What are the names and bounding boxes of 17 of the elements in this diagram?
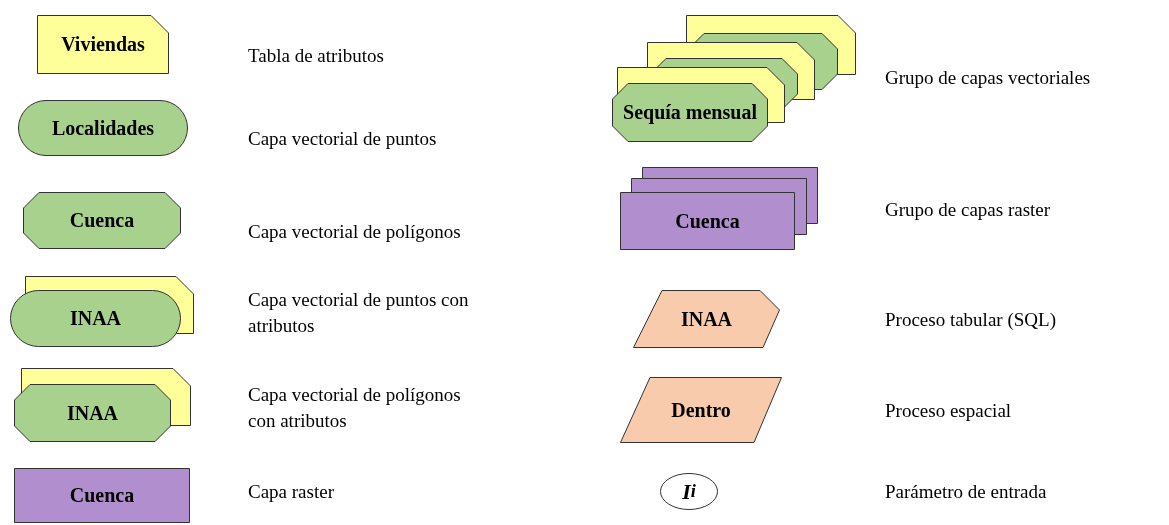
polygon-layer-symbol: Cuenca: [23, 192, 181, 249]
symbol-description: Capa vectorial de polígonos con atributos: [248, 383, 462, 433]
symbol-description: Capa vectorial de puntos: [248, 127, 438, 151]
symbol-description: Grupo de capas vectoriales: [885, 66, 1092, 90]
point-layer-symbol: Localidades: [18, 100, 188, 156]
symbol-description: Capa vectorial de puntos con atributos: [248, 288, 470, 338]
symbol-description: Tabla de atributos: [248, 44, 385, 68]
raster-layer-symbol: Cuenca: [14, 468, 190, 523]
attribute-table-symbol: Viviendas: [37, 15, 169, 74]
symbol-description: Grupo de capas raster: [885, 198, 1052, 222]
tabular-process-symbol: INAA: [633, 290, 780, 348]
symbol-description: Proceso tabular (SQL): [885, 308, 1057, 332]
spatial-process-symbol: Dentro: [620, 377, 782, 443]
symbol-description: Parámetro de entrada: [885, 480, 1048, 504]
symbol-description: Proceso espacial: [885, 399, 1013, 423]
symbol-description: Capa raster: [248, 480, 335, 504]
symbol-description: Capa vectorial de polígonos: [248, 220, 462, 244]
